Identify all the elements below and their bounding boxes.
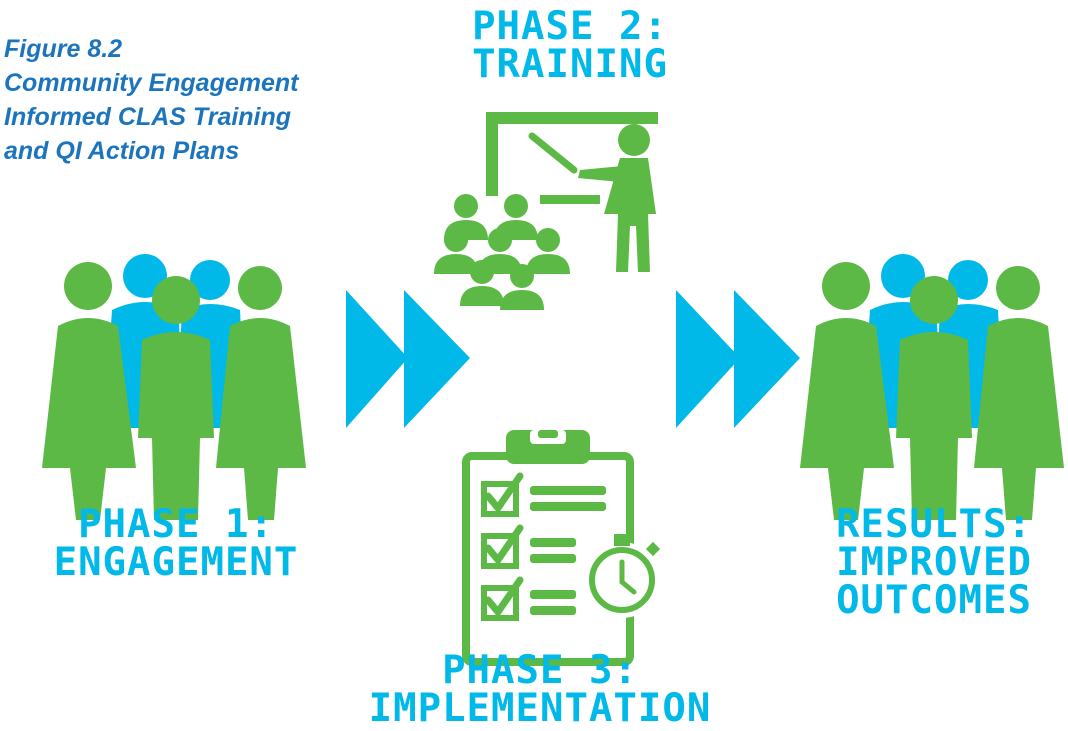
results-line-1: IMPROVED	[836, 540, 1032, 585]
clipboard-checklist-stopwatch-icon	[462, 430, 661, 666]
caption-title-line-1: Community Engagement	[4, 69, 299, 97]
results-people-icon	[800, 254, 1064, 520]
left-double-chevron-icon	[346, 290, 470, 428]
phase-3-label: PHASE 3: IMPLEMENTATION	[320, 648, 760, 731]
results-line-2: OUTCOMES	[836, 578, 1032, 623]
phase-2-label: PHASE 2: TRAINING	[440, 4, 700, 87]
phase-2-title: PHASE 2:	[472, 4, 668, 49]
phase-3-title: PHASE 3:	[442, 648, 638, 693]
phase-1-label: PHASE 1: ENGAGEMENT	[0, 502, 352, 585]
classroom-teacher-icon	[434, 112, 658, 310]
results-label: RESULTS: IMPROVED OUTCOMES	[800, 502, 1068, 623]
phase-3-name: IMPLEMENTATION	[368, 686, 712, 731]
results-title: RESULTS:	[836, 502, 1032, 547]
figure-caption: Figure 8.2 Community Engagement Informed…	[4, 32, 424, 168]
phase-1-name: ENGAGEMENT	[53, 540, 299, 585]
caption-title-line-2: Informed CLAS Training	[4, 103, 292, 131]
phase-1-title: PHASE 1:	[78, 502, 274, 547]
caption-figure-number: Figure 8.2	[4, 35, 123, 63]
right-double-chevron-icon	[676, 290, 800, 428]
caption-title-line-3: and QI Action Plans	[4, 137, 240, 165]
phase-2-name: TRAINING	[472, 42, 668, 87]
engagement-people-icon	[42, 254, 306, 520]
